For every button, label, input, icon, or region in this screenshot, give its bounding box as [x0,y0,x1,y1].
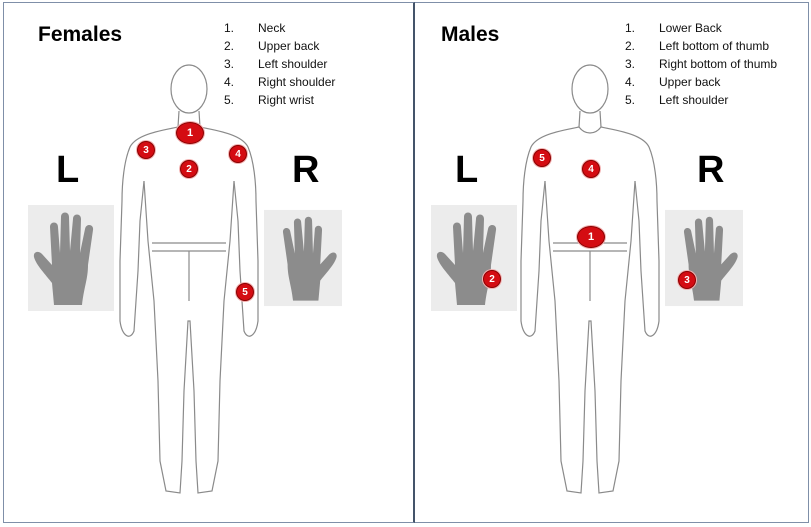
left-hand-illustration [431,205,517,311]
right-side-label: R [292,149,319,192]
female-marker-4: 4 [229,145,247,163]
legend-item: 2.Left bottom of thumb [625,37,777,55]
male-marker-3: 3 [678,271,696,289]
females-title: Females [38,23,122,47]
right-hand-illustration [264,205,342,311]
female-marker-1: 1 [176,122,204,144]
male-body-outline [515,61,665,521]
right-hand-illustration [665,205,743,311]
male-marker-4: 4 [582,160,600,178]
males-title: Males [441,23,499,47]
left-side-label: L [455,149,478,192]
male-marker-2: 2 [483,270,501,288]
legend-item: 1.Neck [224,19,335,37]
female-marker-5: 5 [236,283,254,301]
left-hand-illustration [28,205,114,311]
female-marker-3: 3 [137,141,155,159]
female-marker-2: 2 [180,160,198,178]
legend-item: 1.Lower Back [625,19,777,37]
right-side-label: R [697,149,724,192]
legend-item: 2.Upper back [224,37,335,55]
females-panel: Females 1.Neck 2.Upper back 3.Left shoul… [3,2,415,523]
male-marker-5: 5 [533,149,551,167]
male-marker-1: 1 [577,226,605,248]
left-side-label: L [56,149,79,192]
males-panel: Males 1.Lower Back 2.Left bottom of thum… [415,2,809,523]
